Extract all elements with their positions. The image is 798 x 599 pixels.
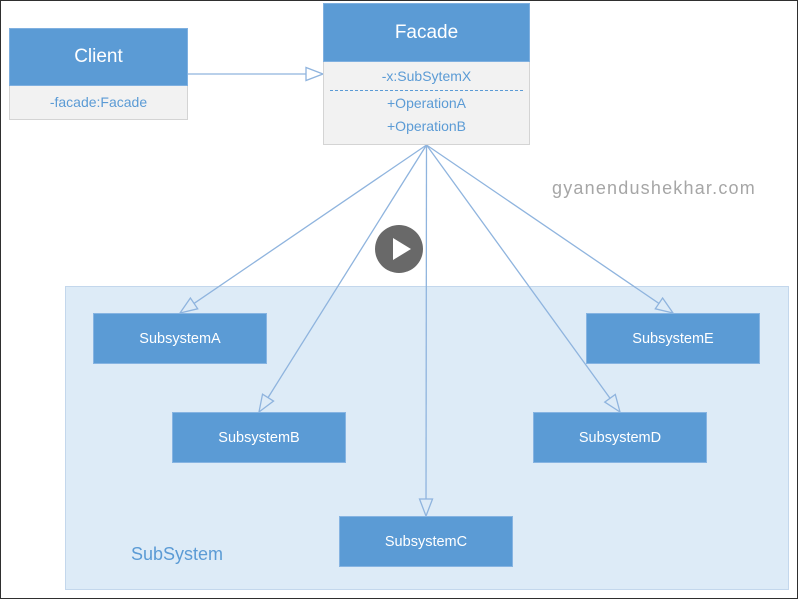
subsystem-a-box: SubsystemA xyxy=(93,313,267,364)
client-class-header: Client xyxy=(9,28,188,86)
subsystem-b-label: SubsystemB xyxy=(218,429,300,446)
subsystem-a-label: SubsystemA xyxy=(139,330,221,347)
subsystem-e-box: SubsystemE xyxy=(586,313,760,364)
facade-class-members: -x:SubSytemX +OperationA +OperationB xyxy=(323,62,530,145)
facade-operations: +OperationA +OperationB xyxy=(324,91,529,138)
subsystem-package-label: SubSystem xyxy=(131,544,224,564)
client-attribute: -facade:Facade xyxy=(49,94,148,110)
facade-attributes: -x:SubSytemX xyxy=(324,62,529,90)
arrowhead-client-to-facade xyxy=(305,66,325,82)
facade-class-name: Facade xyxy=(394,21,459,43)
subsystem-e-label: SubsystemE xyxy=(632,330,714,347)
client-class: Client -facade:Facade xyxy=(9,28,188,120)
facade-operation-a: +OperationA xyxy=(387,95,466,111)
watermark-text: gyanendushekhar.com xyxy=(552,178,756,198)
facade-attribute: -x:SubSytemX xyxy=(381,68,472,84)
subsystem-c-box: SubsystemC xyxy=(339,516,513,567)
client-class-name: Client xyxy=(74,46,123,67)
subsystem-d-label: SubsystemD xyxy=(578,429,662,446)
play-button[interactable] xyxy=(375,225,423,273)
subsystem-d-box: SubsystemD xyxy=(533,412,707,463)
facade-class: Facade -x:SubSytemX +OperationA +Operati… xyxy=(323,3,530,145)
subsystem-b-box: SubsystemB xyxy=(172,412,346,463)
subsystem-package: SubsystemA SubsystemB SubsystemC Subsyst… xyxy=(65,286,789,590)
facade-operation-b: +OperationB xyxy=(387,118,466,134)
play-icon xyxy=(375,225,423,273)
client-class-members: -facade:Facade xyxy=(9,86,188,120)
connector-facade-to-subsysteme xyxy=(426,144,660,304)
facade-class-header: Facade xyxy=(323,3,530,62)
member-separator xyxy=(330,90,523,91)
subsystem-c-label: SubsystemC xyxy=(384,533,468,550)
